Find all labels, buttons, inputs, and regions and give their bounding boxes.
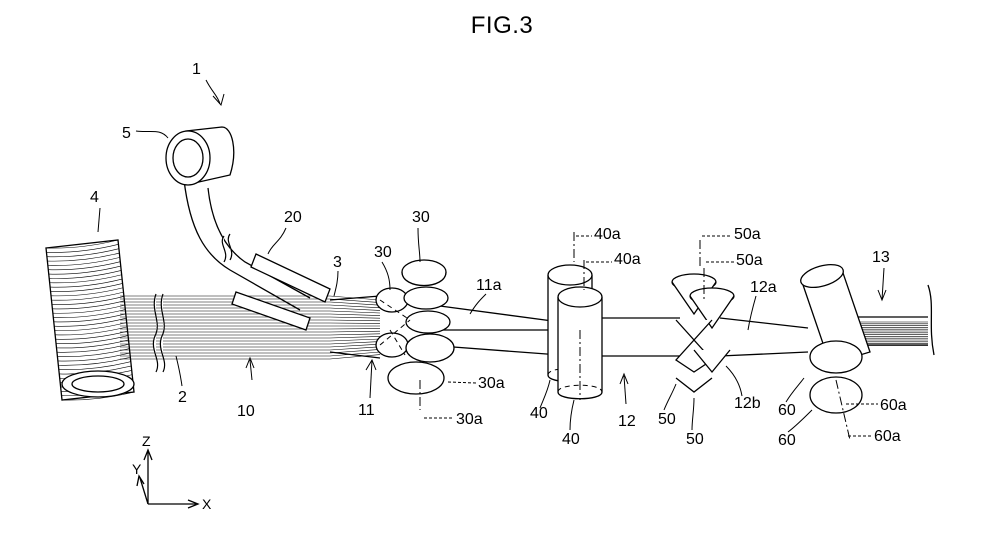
axis-x-label: X [202, 496, 212, 512]
label-spool-4: 4 [90, 189, 99, 206]
label-roll40-bottom: 40 [562, 431, 580, 448]
labels: 1 5 4 20 3 30 30 11a 2 10 11 30a 30a 40a… [90, 61, 907, 449]
label-roll50-mid: 50a [736, 252, 763, 269]
figure-title: FIG.3 [470, 12, 534, 39]
axis-triad: Z Y X [132, 433, 212, 512]
axis-z-label: Z [142, 433, 151, 449]
reel-5 [165, 126, 311, 311]
label-join-3: 3 [333, 254, 342, 271]
coil-winding [49, 274, 122, 284]
label-device-1: 1 [192, 61, 201, 78]
coil-winding [55, 326, 128, 336]
strand-line [120, 338, 381, 342]
label-roll60-left: 60 [778, 402, 796, 419]
label-sheet-mid-12b: 12b [734, 395, 761, 412]
strand-line [120, 346, 381, 351]
strand-line [120, 333, 381, 336]
label-roll60-bottom: 60 [778, 432, 796, 449]
strand-line [120, 307, 381, 311]
roller-group-40 [547, 232, 603, 400]
coil-winding [51, 296, 125, 305]
coil-winding [53, 313, 126, 323]
coil-winding [49, 270, 122, 279]
strand-line [120, 295, 381, 301]
coil-winding [56, 343, 130, 353]
coil-winding [61, 391, 135, 401]
coil-winding [57, 352, 130, 362]
strand-line [120, 319, 381, 322]
strand-line [120, 313, 381, 316]
label-roll60-axis-a: 60a [880, 397, 907, 414]
strand-line [120, 336, 381, 339]
label-roll60-axis-b: 60a [874, 428, 901, 445]
label-roll40-left: 40 [530, 405, 548, 422]
coil-winding [55, 330, 128, 340]
label-sheet-edge-11a: 11a [476, 277, 502, 294]
coil-winding [45, 239, 119, 249]
roller-group-50 [671, 240, 735, 393]
label-roll40-top: 40a [594, 226, 621, 243]
coil-winding [58, 361, 131, 370]
coil-winding [50, 283, 123, 292]
coil-winding [52, 300, 125, 310]
break-mark [152, 293, 166, 373]
coil-winding [47, 252, 120, 262]
roller-group-30 [375, 259, 455, 410]
strand-line [120, 298, 381, 303]
spool-4 [45, 239, 135, 401]
coil-winding [48, 265, 121, 275]
coil-winding [51, 287, 124, 297]
leader-lines [97, 79, 887, 437]
label-guide-20: 20 [284, 209, 302, 226]
label-roll30-top: 30 [412, 209, 430, 226]
strand-line [120, 343, 381, 348]
coil-winding [53, 309, 126, 318]
label-bundle-10: 10 [237, 403, 255, 420]
label-roll30-left: 30 [374, 244, 392, 261]
coil-winding [47, 257, 120, 266]
label-roll50-bottom: 50 [686, 431, 704, 448]
label-roll30-axis-a: 30a [478, 375, 505, 392]
coil-winding [52, 304, 125, 314]
strand-line [120, 304, 381, 309]
fiber-sheet [329, 284, 935, 359]
axis-y-label: Y [132, 461, 142, 477]
strand-line [120, 341, 381, 345]
coil-winding [46, 248, 119, 258]
label-reel-5: 5 [122, 125, 131, 142]
coil-winding [56, 335, 129, 344]
strand-line [120, 330, 381, 333]
label-output-13: 13 [872, 249, 890, 266]
strand-line [120, 351, 381, 357]
label-roll30-axis-b: 30a [456, 411, 483, 428]
coil-winding [48, 261, 121, 271]
label-strands-2: 2 [178, 389, 187, 406]
coil-winding [50, 278, 123, 288]
strand-line [120, 316, 381, 319]
coil-winding [46, 244, 119, 253]
label-sheet-mid-12: 12 [618, 413, 636, 430]
label-roll40-mid: 40a [614, 251, 641, 268]
strand-bundle-2 [120, 295, 928, 360]
label-roll50-top: 50a [734, 226, 761, 243]
strand-line [120, 349, 381, 354]
label-sheet-mid-12a: 12a [750, 279, 777, 296]
strand-line [120, 310, 381, 314]
coil-winding [54, 317, 127, 327]
strand-line [120, 301, 381, 306]
label-roll50-left: 50 [658, 411, 676, 428]
guide-20 [231, 253, 331, 331]
coil-winding [56, 339, 129, 349]
coil-winding [54, 322, 127, 331]
coil-winding [51, 291, 124, 301]
label-sheet-11: 11 [358, 402, 375, 419]
